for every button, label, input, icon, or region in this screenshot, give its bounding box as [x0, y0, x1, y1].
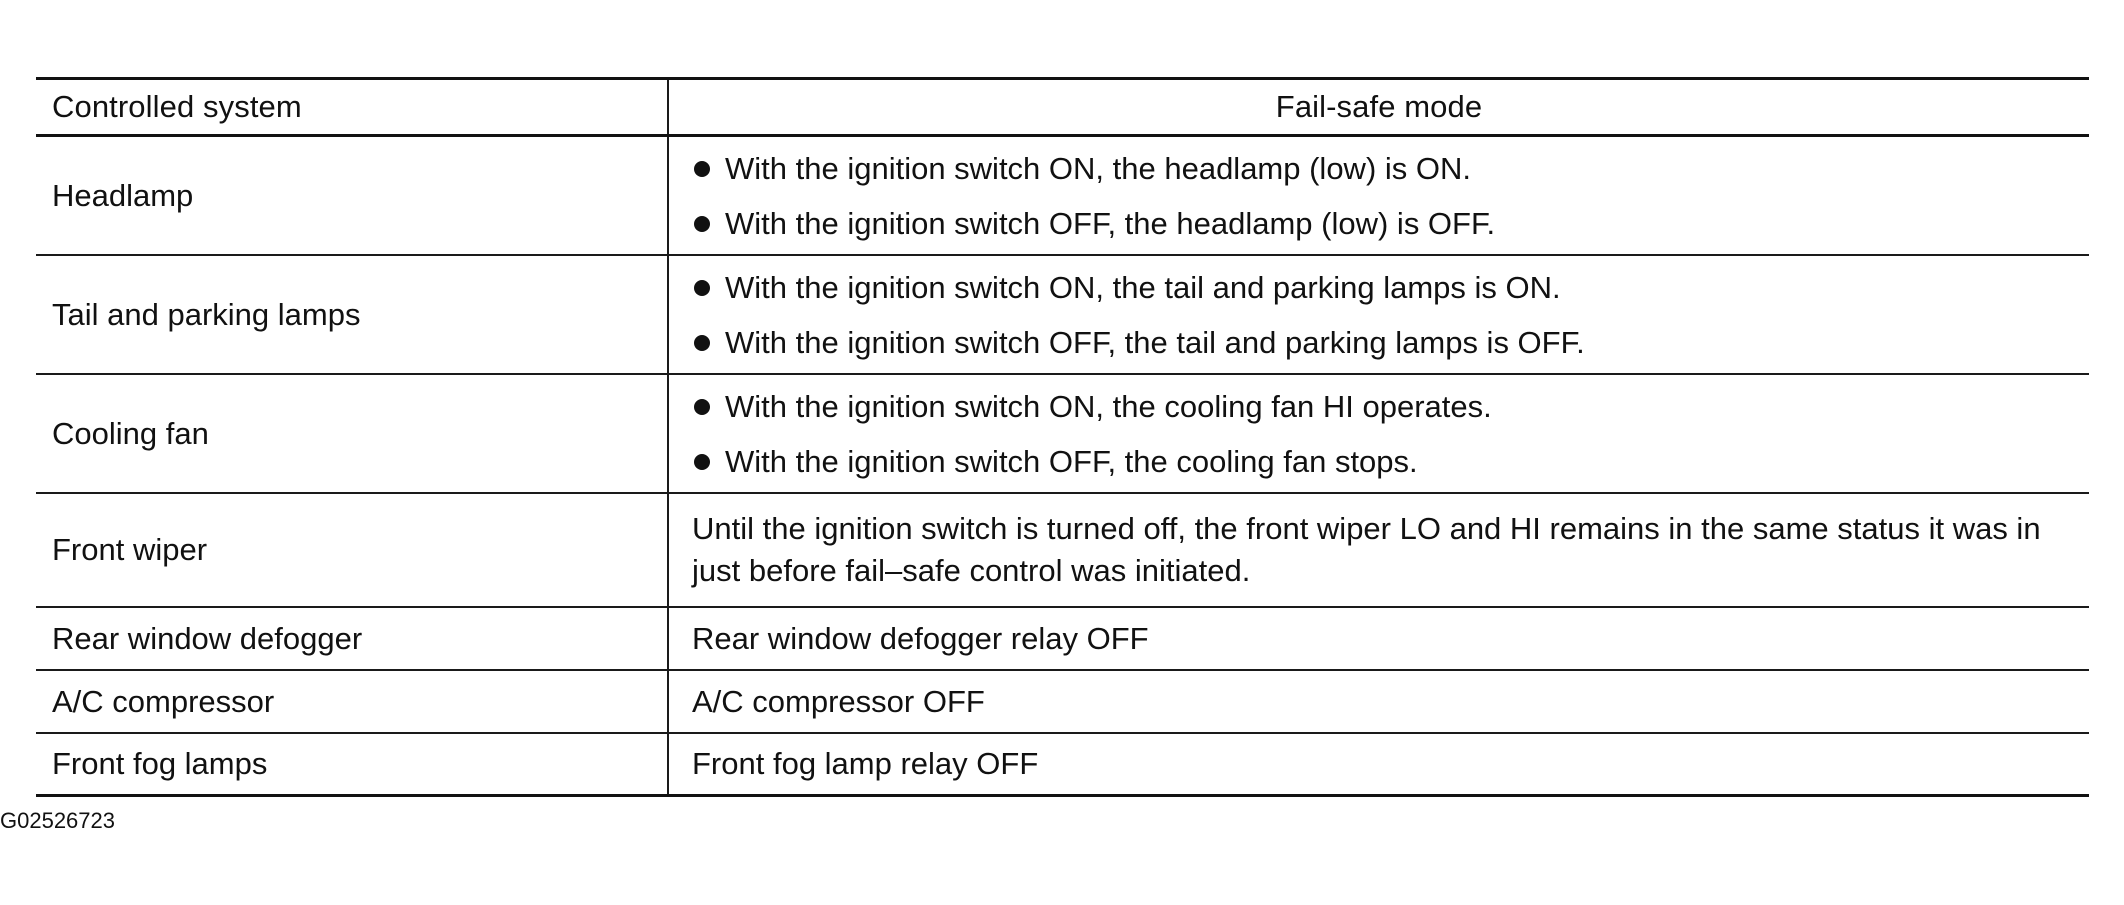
- mode-bullet-list: With the ignition switch ON, the cooling…: [692, 379, 2081, 489]
- system-cell: Headlamp: [36, 135, 669, 256]
- figure-code: G02526723: [0, 808, 115, 833]
- system-cell: A/C compressor: [36, 670, 669, 734]
- table-row: Cooling fan With the ignition switch ON,…: [36, 374, 2089, 494]
- system-cell: Front wiper: [36, 493, 669, 608]
- header-fail-safe-mode: Fail-safe mode: [668, 77, 2089, 137]
- table-header-row: Controlled system Fail-safe mode: [36, 77, 2089, 137]
- table-row: Rear window defogger Rear window defogge…: [36, 607, 2089, 671]
- table-row: Front fog lamps Front fog lamp relay OFF: [36, 733, 2089, 797]
- table-row: Front wiper Until the ignition switch is…: [36, 493, 2089, 608]
- system-cell: Tail and parking lamps: [36, 255, 669, 375]
- mode-cell: With the ignition switch ON, the headlam…: [668, 135, 2089, 256]
- mode-cell: With the ignition switch ON, the tail an…: [668, 255, 2089, 375]
- mode-bullet-list: With the ignition switch ON, the headlam…: [692, 141, 2081, 251]
- list-item: With the ignition switch ON, the tail an…: [692, 260, 2081, 315]
- mode-cell: A/C compressor OFF: [668, 670, 2089, 734]
- mode-cell: Until the ignition switch is turned off,…: [668, 493, 2089, 608]
- mode-text: Until the ignition switch is turned off,…: [692, 511, 2041, 588]
- table-row: Tail and parking lamps With the ignition…: [36, 255, 2089, 375]
- mode-cell: Front fog lamp relay OFF: [668, 733, 2089, 797]
- list-item: With the ignition switch OFF, the coolin…: [692, 434, 2081, 489]
- mode-cell: Rear window defogger relay OFF: [668, 607, 2089, 671]
- list-item: With the ignition switch ON, the cooling…: [692, 379, 2081, 434]
- list-item: With the ignition switch ON, the headlam…: [692, 141, 2081, 196]
- fail-safe-table: Controlled system Fail-safe mode Headlam…: [36, 77, 2089, 797]
- system-cell: Cooling fan: [36, 374, 669, 494]
- mode-cell: With the ignition switch ON, the cooling…: [668, 374, 2089, 494]
- system-cell: Rear window defogger: [36, 607, 669, 671]
- list-item: With the ignition switch OFF, the tail a…: [692, 315, 2081, 370]
- system-cell: Front fog lamps: [36, 733, 669, 797]
- table-row: Headlamp With the ignition switch ON, th…: [36, 135, 2089, 256]
- table-row: A/C compressor A/C compressor OFF: [36, 670, 2089, 734]
- list-item: With the ignition switch OFF, the headla…: [692, 196, 2081, 251]
- header-controlled-system: Controlled system: [36, 77, 669, 137]
- mode-bullet-list: With the ignition switch ON, the tail an…: [692, 260, 2081, 370]
